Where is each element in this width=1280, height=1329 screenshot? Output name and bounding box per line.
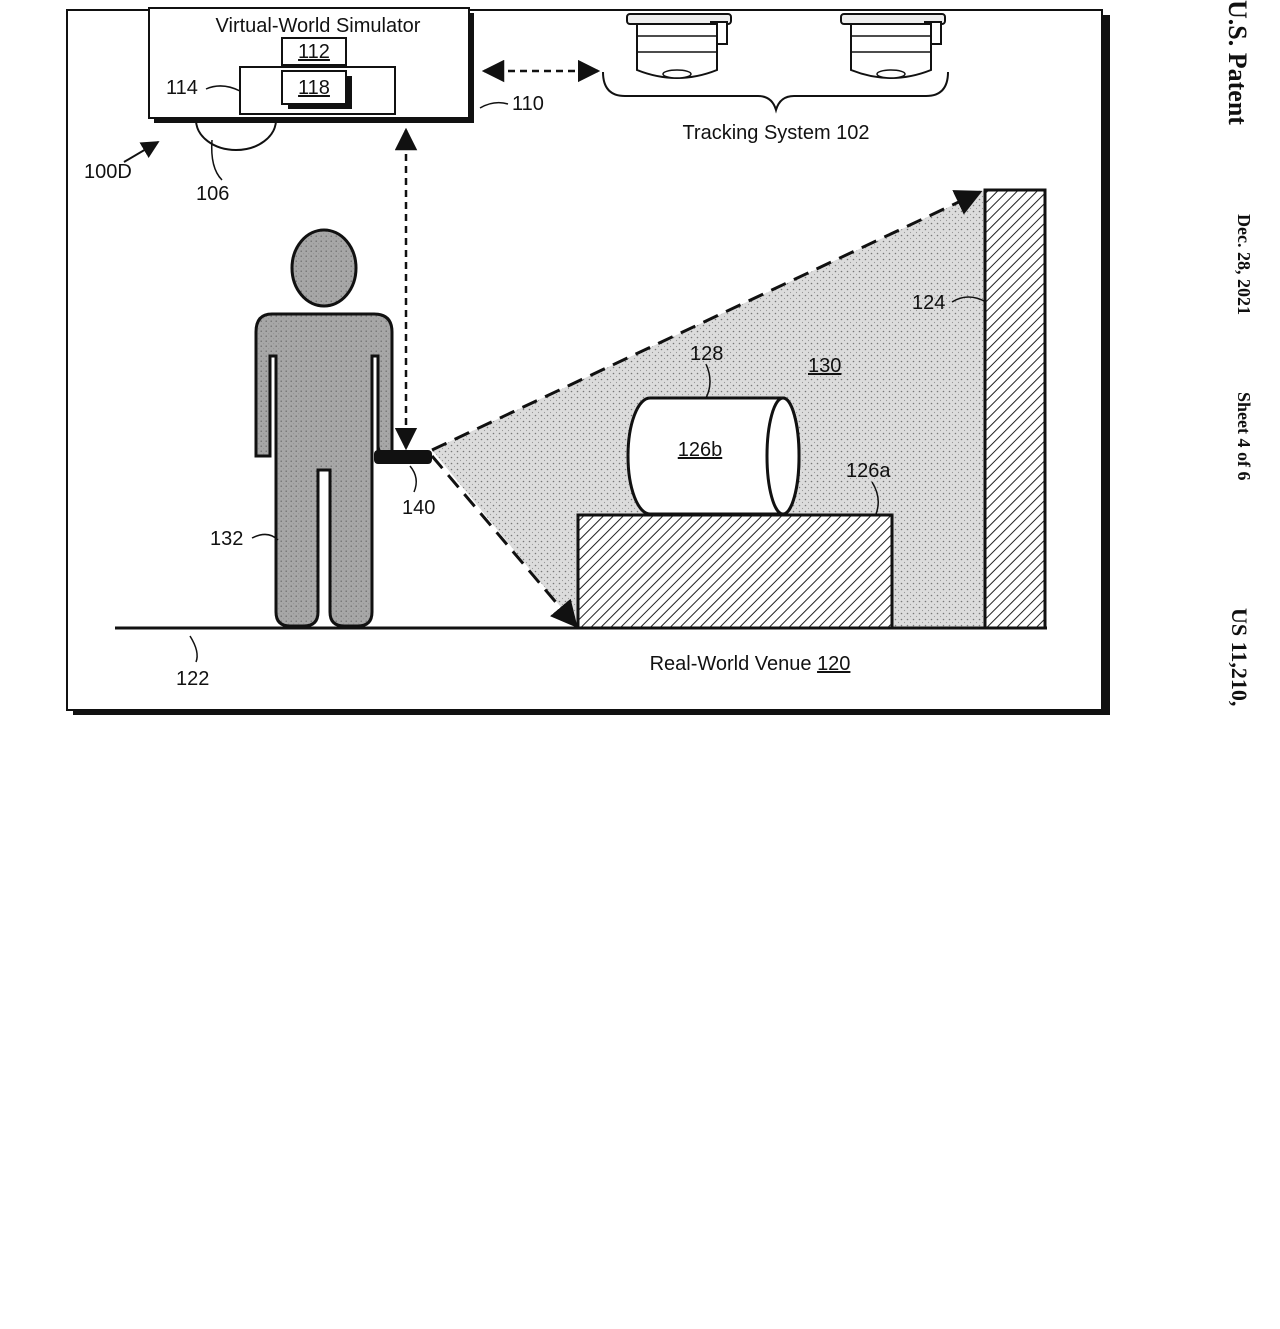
label-100d: 100D bbox=[84, 161, 132, 183]
tracking-camera-right bbox=[841, 14, 945, 78]
wall bbox=[985, 190, 1045, 628]
label-122: 122 bbox=[176, 668, 209, 690]
handheld-device bbox=[374, 450, 432, 464]
label-112: 112 bbox=[298, 41, 330, 63]
label-132: 132 bbox=[210, 528, 243, 550]
venue-label: Real-World Venue 120 bbox=[650, 653, 851, 675]
tracking-system-label: Tracking System 102 bbox=[682, 122, 869, 144]
tracking-camera-left bbox=[627, 14, 731, 78]
label-126b: 126b bbox=[678, 439, 723, 461]
label-110: 110 bbox=[512, 93, 544, 115]
label-114: 114 bbox=[166, 77, 198, 99]
label-118: 118 bbox=[298, 77, 330, 99]
cylinder-end bbox=[767, 398, 799, 514]
label-140: 140 bbox=[402, 497, 435, 519]
label-130: 130 bbox=[808, 355, 841, 377]
label-128: 128 bbox=[690, 343, 723, 365]
label-126a: 126a bbox=[846, 460, 891, 482]
patent-figure: Virtual-World Simulator 112 118 114 110 … bbox=[0, 0, 1230, 721]
patent-header-number: US 11,210, bbox=[1212, 608, 1252, 1329]
label-106: 106 bbox=[196, 183, 229, 205]
block-object bbox=[578, 515, 892, 628]
label-124: 124 bbox=[912, 292, 945, 314]
simulator-title: Virtual-World Simulator bbox=[216, 15, 421, 37]
